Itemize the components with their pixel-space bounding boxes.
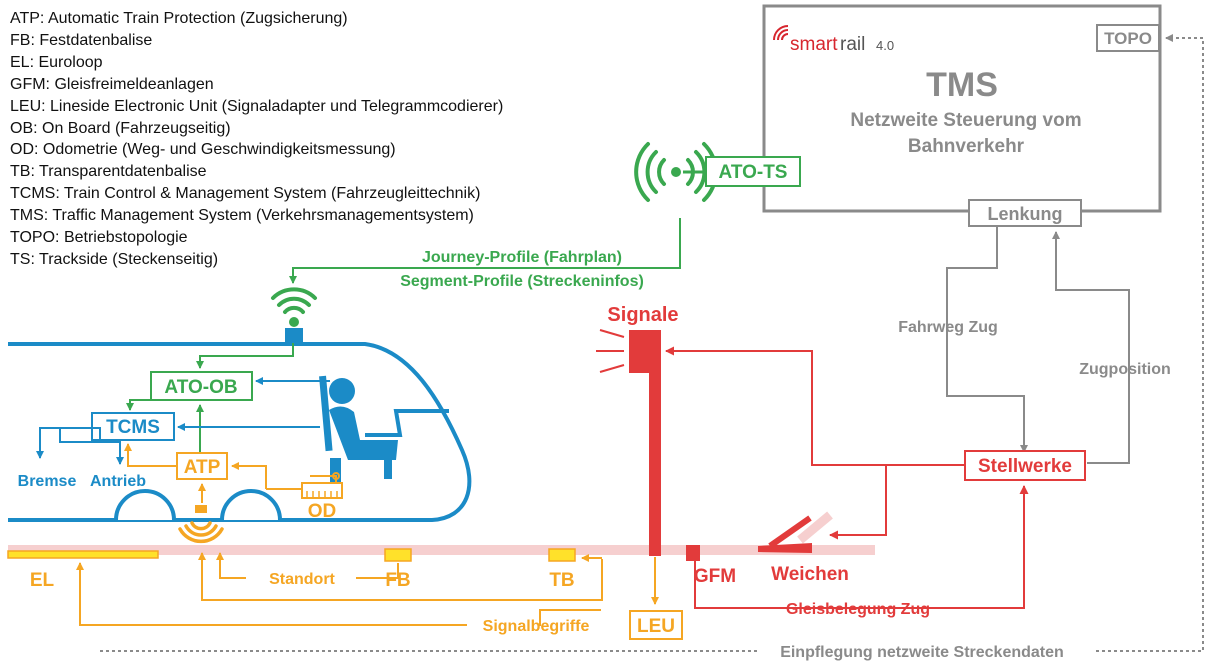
euroloop-balise <box>7 550 159 559</box>
standort-label: Standort <box>269 571 335 588</box>
leu-label: LEU <box>637 616 675 637</box>
ato-ob-label: ATO-OB <box>164 377 237 398</box>
smartrail-logo-icon <box>773 25 789 41</box>
tms-subtitle-1: Netzweite Steuerung vom <box>850 110 1081 131</box>
tb-balise <box>548 548 576 562</box>
gray-links <box>100 34 1204 652</box>
gfm-label: GFM <box>694 566 736 587</box>
legend-item: FB: Festdatenbalise <box>10 31 153 49</box>
fb-balise <box>384 548 412 562</box>
stellwerke-label: Stellwerke <box>978 456 1072 477</box>
legend-item: TS: Trackside (Steckenseitig) <box>10 250 219 268</box>
onboard-links <box>36 343 337 490</box>
odometer-icon <box>301 482 343 499</box>
gleisbelegung-label: Gleisbelegung Zug <box>786 601 930 618</box>
logo-version: 4.0 <box>876 38 894 53</box>
console-icon <box>365 409 449 437</box>
legend-item: LEU: Lineside Electronic Unit (Signalada… <box>10 97 504 115</box>
legend-item: ATP: Automatic Train Protection (Zugsich… <box>10 10 348 27</box>
tms-title: TMS <box>926 66 998 104</box>
signale-label: Signale <box>607 304 678 326</box>
legend-item: TMS: Traffic Management System (Verkehrs… <box>10 207 474 225</box>
bremse-label: Bremse <box>18 473 77 490</box>
abbreviation-legend: ATP: Automatic Train Protection (Zugsich… <box>10 8 503 271</box>
odometer-ticks-icon <box>306 491 338 498</box>
tcms-label: TCMS <box>106 417 160 438</box>
journey-profile-label: Journey-Profile (Fahrplan) <box>422 249 622 266</box>
switch-icon <box>758 511 833 553</box>
logo-smart: smart <box>790 34 838 55</box>
el-label: EL <box>30 570 55 591</box>
signalbegriffe-label: Signalbegriffe <box>483 618 590 635</box>
antrieb-label: Antrieb <box>90 473 146 490</box>
lenkung-label: Lenkung <box>988 204 1063 224</box>
tb-label: TB <box>549 570 574 591</box>
legend-item: OD: Odometrie (Weg- und Geschwindigkeits… <box>10 141 396 159</box>
atp-label: ATP <box>184 457 221 478</box>
legend-item: GFM: Gleisfreimeldeanlagen <box>10 75 214 93</box>
balise-reader-icon <box>178 505 224 544</box>
lenkung-box <box>968 199 1082 227</box>
topo-label: TOPO <box>1104 29 1152 48</box>
ato-ts-box <box>705 156 801 187</box>
leu-box <box>629 610 683 640</box>
ato-ts-label: ATO-TS <box>719 162 788 183</box>
antenna-ob-icon <box>271 287 317 314</box>
legend-item: TB: Transparentdatenbalise <box>10 163 207 181</box>
segment-profile-label: Segment-Profile (Streckeninfos) <box>400 273 644 290</box>
legend-item: OB: On Board (Fahrzeugseitig) <box>10 119 231 137</box>
topo-box <box>1096 24 1160 52</box>
track <box>7 545 875 562</box>
fb-label: FB <box>385 570 410 591</box>
legend-item: TOPO: Betriebstopologie <box>10 229 188 247</box>
signal-icon <box>596 329 661 556</box>
interlocking-links <box>665 346 1029 609</box>
zugposition-label: Zugposition <box>1079 361 1171 378</box>
ato-ob-box <box>150 371 253 401</box>
einpflegung-label: Einpflegung netzweite Streckendaten <box>780 644 1064 661</box>
atp-box <box>176 452 228 480</box>
wheel-icons <box>114 489 282 521</box>
gfm-icon <box>686 545 700 561</box>
logo-rail: rail <box>840 34 865 55</box>
antenna-ts-icon <box>634 142 718 202</box>
trackside-links <box>76 552 659 626</box>
legend-item: TCMS: Train Control & Management System … <box>10 185 481 203</box>
tms-subtitle-2: Bahnverkehr <box>908 136 1025 157</box>
weichen-label: Weichen <box>771 564 849 585</box>
tcms-box <box>91 412 175 441</box>
fahrweg-label: Fahrweg Zug <box>898 319 998 336</box>
tms-box: smart rail 4.0 TMS Netzweite Steuerung v… <box>762 4 1162 227</box>
driver-icon <box>319 375 398 482</box>
train-body <box>8 342 472 522</box>
od-label: OD <box>308 501 337 522</box>
legend-item: EL: Euroloop <box>10 53 103 71</box>
